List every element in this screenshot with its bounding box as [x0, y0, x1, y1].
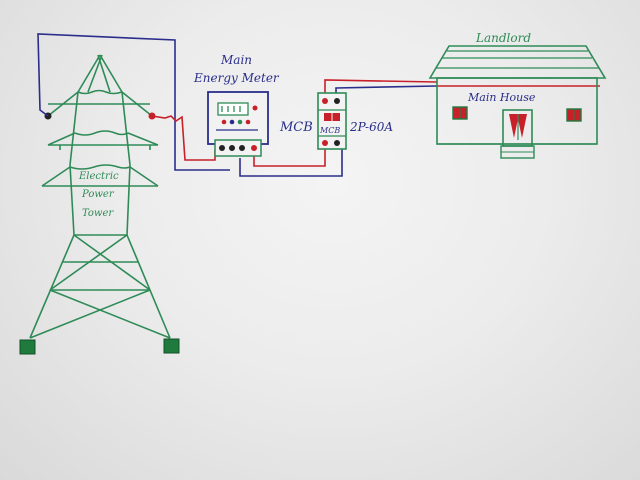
meter-terminal-1 — [219, 145, 225, 151]
meter-terminal-2 — [229, 145, 235, 151]
tower-foot-right — [163, 338, 180, 354]
main-house — [428, 45, 607, 159]
tower-label-line1: Electric — [78, 171, 119, 182]
tower-label-line2: Power — [81, 189, 115, 200]
landlord-label: Landlord — [475, 31, 531, 45]
main-house-label: Main House — [467, 91, 536, 104]
neutral-wire — [37, 33, 438, 177]
mcb-body-text: MCB — [319, 126, 340, 135]
meter-title-line2: Energy Meter — [193, 71, 280, 85]
tower-label-line3: Tower — [82, 208, 114, 219]
mcb-rating: 2P-60A — [349, 120, 393, 134]
power-tower — [29, 54, 171, 339]
mcb-breaker — [317, 92, 347, 150]
meter-terminal-4 — [251, 145, 257, 151]
meter-terminal-3 — [239, 145, 245, 151]
tower-foot-left — [19, 339, 36, 355]
energy-meter — [207, 91, 269, 157]
meter-title-line1: Main — [220, 53, 252, 67]
mcb-label: MCB — [279, 120, 313, 135]
phase-wire — [151, 79, 438, 167]
